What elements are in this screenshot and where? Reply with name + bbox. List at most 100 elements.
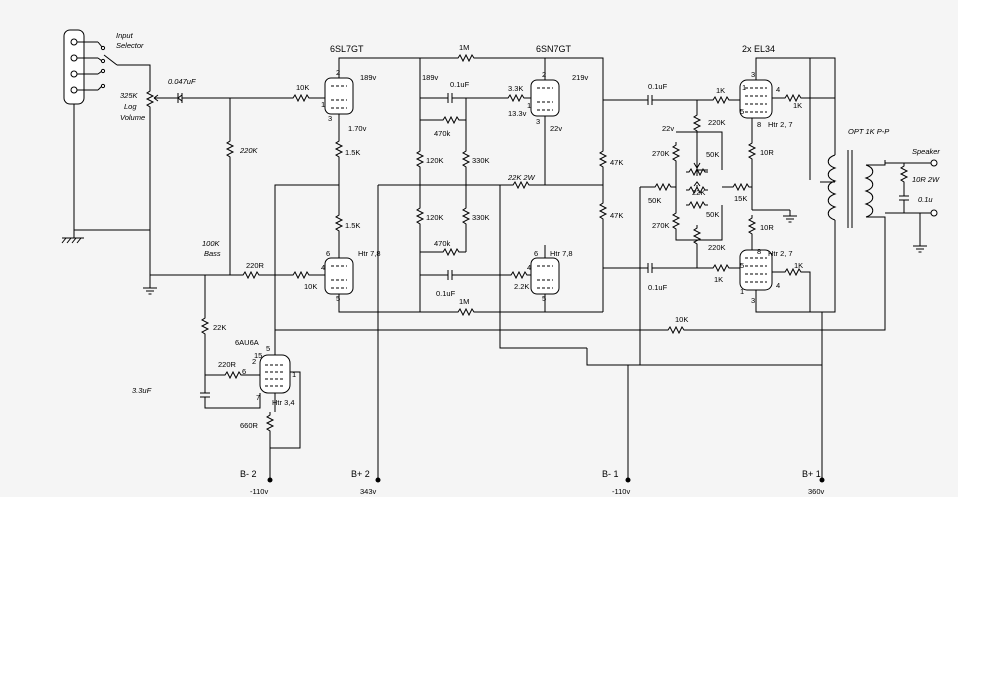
r-10r-b-label: 10R: [760, 223, 774, 232]
pin-8-v3: 8: [757, 120, 761, 129]
r-270k-b-label: 270K: [652, 221, 670, 230]
r-10k-b-label: 10K: [304, 282, 317, 291]
schematic-canvas: [0, 0, 958, 497]
supply-3-value: 360v: [808, 487, 825, 496]
supply-b-minus-1: B- 1 -110v: [602, 469, 631, 496]
tube-label-6sn7gt: 6SN7GT: [536, 44, 572, 54]
vol-log: Log: [124, 102, 137, 111]
pin-15-v4: 15: [254, 351, 262, 360]
opt-label: OPT 1K P-P: [848, 127, 889, 136]
v2-k2-voltage: 22v: [550, 124, 562, 133]
supply-2-value: -110v: [612, 487, 630, 496]
tube-6sl7gt-bottom: 6 4 5: [321, 249, 354, 303]
supply-b-plus-1: B+ 1 360v: [802, 469, 825, 496]
pin-4-v1b: 4: [321, 263, 325, 272]
r-470k-a-label: 470k: [434, 129, 451, 138]
tube-6sn7gt-bottom: 6 4 5: [527, 249, 560, 303]
pin-1-v3b: 1: [740, 287, 744, 296]
supply-b-minus-2: B- 2 -110v: [240, 469, 273, 496]
tube-label-6sl7gt: 6SL7GT: [330, 44, 364, 54]
r-50k-b-label: 50K: [648, 196, 661, 205]
pin-1-v2: 1: [527, 101, 531, 110]
r-10r-2w-label: 10R 2W: [912, 175, 940, 184]
r-15k-a-label: 1.5K: [345, 148, 360, 157]
r-33k-label: 3.3K: [508, 84, 523, 93]
r-22k-b-label: 2.2K: [514, 282, 529, 291]
pin-5-v3: 5: [740, 107, 744, 116]
tube-label-el34: 2x EL34: [742, 44, 775, 54]
r-330k-b-label: 330K: [472, 213, 490, 222]
r-10r-a-label: 10R: [760, 148, 774, 157]
pin-5-v3b: 5: [740, 261, 744, 270]
r-22k-2w-label: 22K 2W: [507, 173, 536, 182]
c-33uf-label: 3.3uF: [132, 386, 152, 395]
r-1k-c-label: 1K: [714, 275, 723, 284]
supply-3-name: B+ 1: [802, 469, 821, 479]
pin-5-v2b: 5: [542, 294, 546, 303]
r-1m-bot-label: 1M: [459, 297, 469, 306]
r-220r-b-label: 220R: [218, 360, 237, 369]
supply-1-name: B+ 2: [351, 469, 370, 479]
htr-27-a: Htr 2, 7: [768, 120, 793, 129]
pin-4-v3b: 4: [776, 281, 780, 290]
r-330k-a-label: 330K: [472, 156, 490, 165]
r-47k-b-label: 47K: [610, 211, 623, 220]
pin-3-v3: 3: [751, 70, 755, 79]
pin-1-v4: 1: [292, 370, 296, 379]
r-10k-fb-label: 10K: [675, 315, 688, 324]
r-22k-c-label: 22K: [692, 188, 705, 197]
v1-plate-voltage: 189v: [360, 73, 377, 82]
supply-1-value: 343v: [360, 487, 377, 496]
pin-4-v2b: 4: [527, 263, 531, 272]
pin-3-v1: 3: [328, 114, 332, 123]
input-selector-switch: Input Selector: [63, 29, 151, 230]
pin-1-v1: 1: [321, 100, 325, 109]
v1-cathode-voltage: 1.70v: [348, 124, 367, 133]
pin-2-v1: 2: [336, 68, 340, 77]
tube-el34-top: 3 1 4 5 8: [739, 70, 780, 129]
supply-0-value: -110v: [250, 487, 268, 496]
tube-label-6au6a: 6AU6A: [235, 338, 259, 347]
r-47k-a-label: 47K: [610, 158, 623, 167]
htr-78-a: Htr 7,8: [358, 249, 381, 258]
v2-plate-b-voltage: 219v: [572, 73, 589, 82]
pin-4-v3: 4: [776, 85, 780, 94]
htr-34: Htr 3,4: [272, 398, 295, 407]
c-01-c-label: 0.1uF: [648, 82, 668, 91]
r-1k-b-label: 1K: [793, 101, 802, 110]
r-220k-c-label: 220K: [708, 243, 726, 252]
supply-0-name: B- 2: [240, 469, 257, 479]
c-01-b-label: 0.1uF: [436, 289, 456, 298]
v2-plate-a-voltage: 189v: [422, 73, 439, 82]
c-01-a-label: 0.1uF: [450, 80, 470, 89]
pin-6-v2b: 6: [534, 249, 538, 258]
pin-5-v4: 5: [266, 344, 270, 353]
bass-label-2: Bass: [204, 249, 221, 258]
tube-6au6a: 5 15 2 6 7 1: [242, 344, 296, 402]
r-1k-a-label: 1K: [716, 86, 725, 95]
input-selector-label-2: Selector: [116, 41, 144, 50]
bass-label-1: 100K: [202, 239, 221, 248]
r-220k-b-label: 220K: [708, 118, 726, 127]
c-input-label: 0.047uF: [168, 77, 196, 86]
volume-pot: 325K Log Volume: [120, 87, 159, 122]
v2-cathode-voltage: 13.3v: [508, 109, 527, 118]
r-22k-d-label: 22K: [213, 323, 226, 332]
r-15k-c-label: 15K: [734, 194, 747, 203]
c-01-d-label: 0.1uF: [648, 283, 668, 292]
pin-6-v1b: 6: [326, 249, 330, 258]
pi-22v-label: 22v: [662, 124, 674, 133]
r-50k-a-label: 50K: [706, 150, 719, 159]
pin-3-v2: 3: [536, 117, 540, 126]
output-transformer: [820, 98, 886, 235]
r-270k-a-label: 270K: [652, 149, 670, 158]
vol-value: 325K: [120, 91, 139, 100]
r-15k-b-label: 1.5K: [345, 221, 360, 230]
supply-2-name: B- 1: [602, 469, 619, 479]
r-10k-a-label: 10K: [296, 83, 309, 92]
supply-b-plus-2: B+ 2 343v: [351, 469, 381, 496]
htr-27-b: Htr 2, 7: [768, 249, 793, 258]
pin-3-v3b: 3: [751, 296, 755, 305]
